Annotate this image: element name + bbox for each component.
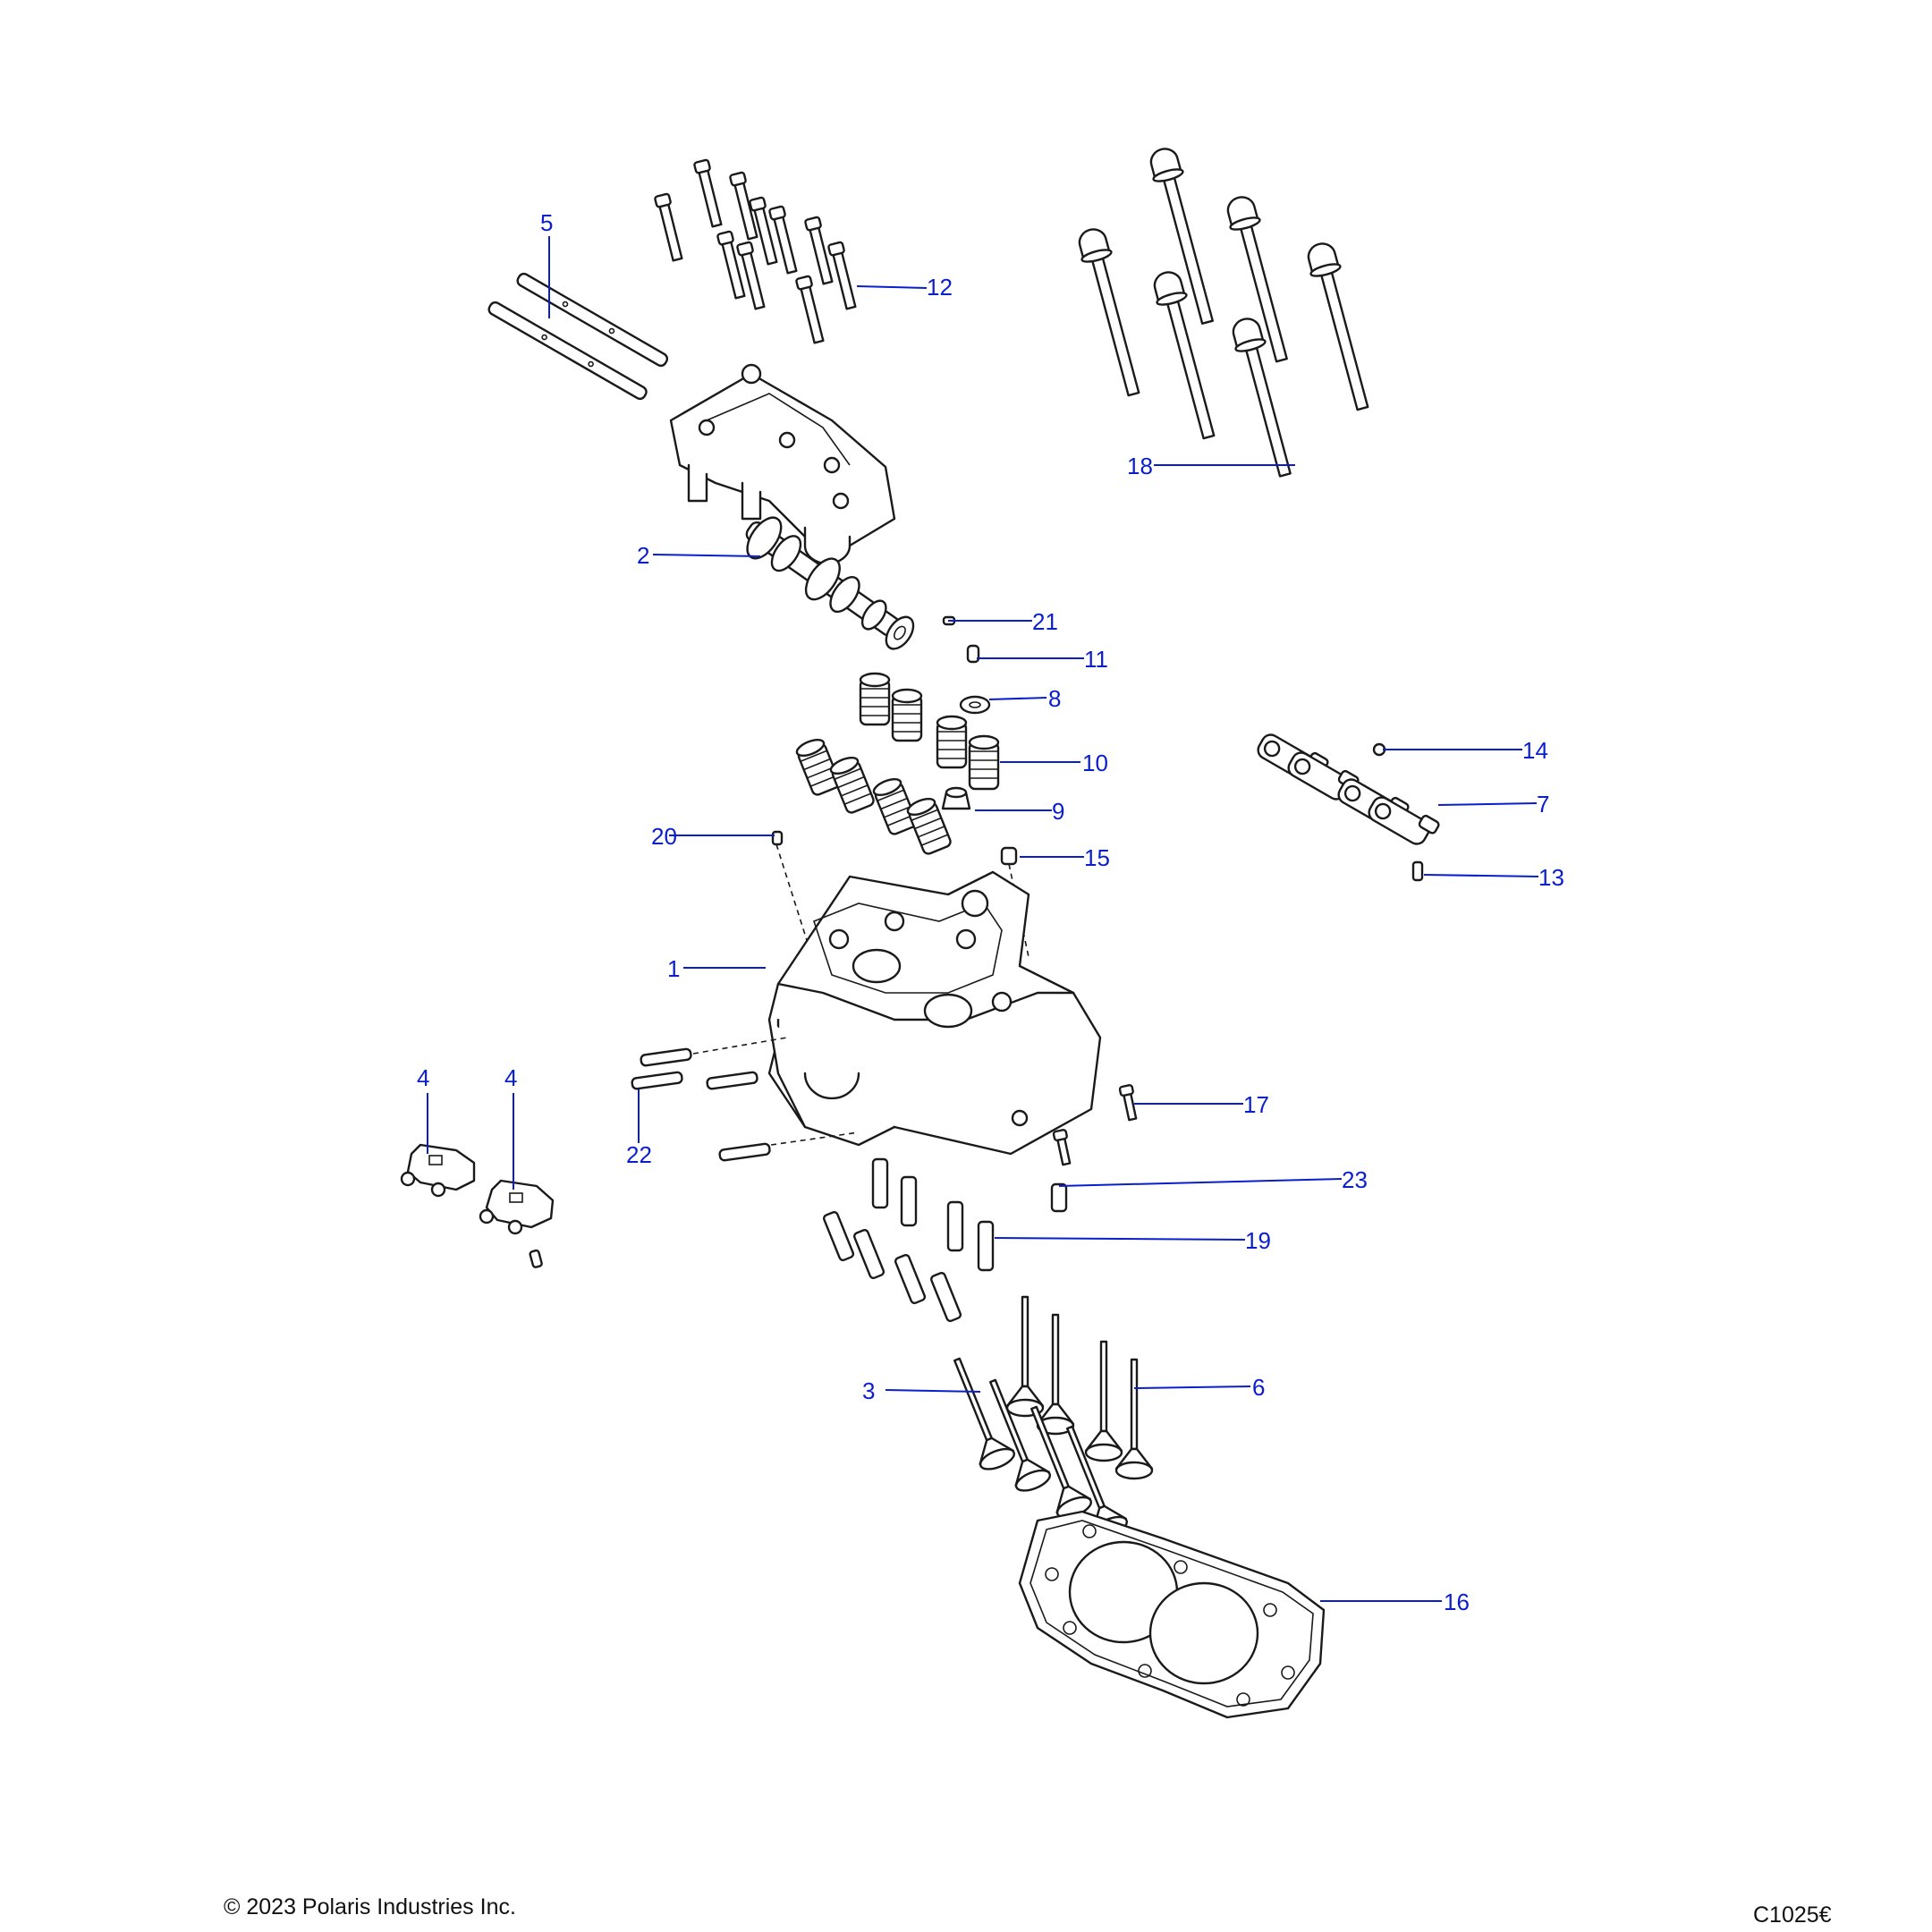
small-bolts-group [654,158,857,344]
callout-23: 23 [1342,1166,1368,1193]
cylinder-head [767,870,1102,1156]
copyright-notice: © 2023 Polaris Industries Inc. [224,1894,516,1919]
callout-7: 7 [1537,791,1549,818]
callout-13: 13 [1538,864,1564,891]
callout-2: 2 [637,542,649,569]
callout-14: 14 [1522,737,1548,764]
part-17-bolts [1052,1084,1138,1166]
callout-3: 3 [862,1377,875,1404]
callout-16: 16 [1444,1589,1470,1615]
rocker-arms-left [400,1143,555,1268]
figure-id: C1025€ [1753,1902,1832,1928]
camshaft-carrier [669,363,896,565]
callout-9: 9 [1052,798,1064,825]
callout-4-right: 4 [504,1064,517,1091]
callout-21: 21 [1032,608,1058,635]
part-20-dowel [771,830,784,846]
head-bolts-group [1078,148,1369,478]
rocker-arms-right [1257,733,1440,845]
part-11-pin [966,644,980,664]
callout-11: 11 [1084,646,1108,673]
callout-15: 15 [1084,844,1110,871]
callout-17: 17 [1243,1091,1269,1118]
callout-4-left: 4 [417,1064,429,1091]
callout-18: 18 [1127,453,1153,479]
leader-lines [427,236,1539,1602]
callout-20: 20 [651,823,677,850]
part-15-dowel [1000,846,1018,866]
rocker-shafts [487,272,669,401]
valves [953,1295,1154,1538]
callout-19: 19 [1245,1227,1271,1254]
valve-guides [823,1157,1068,1323]
callout-labels: 5 12 18 2 21 11 8 10 9 14 7 13 20 15 1 4… [417,209,1564,1615]
callout-22: 22 [626,1141,652,1168]
part-8-retainer [959,695,991,715]
valve-springs [795,672,1000,855]
callout-6: 6 [1252,1374,1265,1401]
part-13-screw [1411,860,1424,882]
callout-1: 1 [667,955,680,982]
callout-12: 12 [927,274,953,301]
callout-8: 8 [1048,685,1061,712]
dowel-pins [631,1047,771,1162]
part-9-valve-seal [941,786,971,810]
callout-5: 5 [540,209,553,236]
callout-10: 10 [1082,750,1108,776]
head-gasket [1018,1510,1326,1719]
